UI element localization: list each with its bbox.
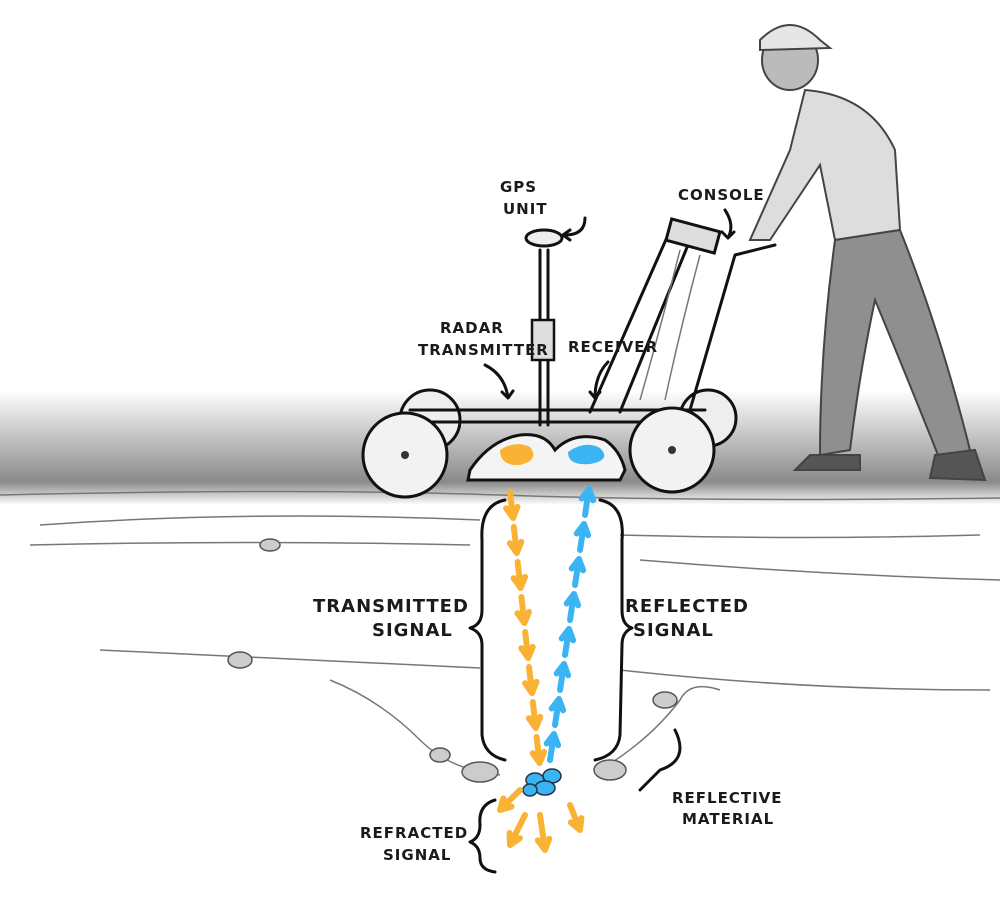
reflected-arrow: [573, 521, 592, 553]
transmitted-arrow: [503, 489, 521, 521]
reflective-rocks: [227, 538, 678, 783]
console: [664, 217, 722, 255]
refracted-arrow: [567, 802, 585, 833]
transmitted-arrow: [510, 559, 529, 591]
gps-label: GPS: [500, 178, 537, 196]
reflected-brace: [593, 498, 634, 762]
transmitted-arrow: [522, 664, 540, 696]
reflected-arrow: [553, 661, 572, 693]
reflected-label: REFLECTED: [625, 596, 749, 617]
transmitted-arrow: [514, 594, 532, 626]
transmitted-brace: [468, 498, 507, 762]
ground-line: [0, 490, 1000, 501]
reflected-arrow: [548, 696, 567, 728]
soil-layers: [29, 515, 1000, 776]
operator-person: [748, 24, 987, 482]
gpr-cart: [361, 217, 777, 499]
refracted-label: SIGNAL: [383, 846, 451, 864]
receiver-pointer-arrow: [588, 360, 610, 400]
reflective-label: REFLECTIVE: [672, 789, 783, 807]
refracted-arrow: [534, 812, 553, 853]
reflective-label: MATERIAL: [682, 810, 774, 828]
transmitted-arrow: [529, 734, 548, 766]
transmitted-arrow: [506, 524, 525, 556]
gps-label: UNIT: [503, 200, 548, 218]
refracted-arrow: [497, 787, 523, 813]
reflected-arrow: [543, 731, 562, 763]
console-label: CONSOLE: [678, 186, 765, 204]
transmitter-pointer-arrow: [483, 363, 515, 400]
signal-arrows: [497, 486, 597, 853]
reflective-brace: [638, 728, 682, 792]
transmitter-label: TRANSMITTER: [418, 341, 549, 359]
transmitter-label: RADAR: [440, 319, 504, 337]
reflected-label: SIGNAL: [633, 620, 714, 641]
transmitter-fill: [500, 444, 534, 466]
refracted-arrow: [506, 812, 528, 848]
refracted-label: REFRACTED: [360, 824, 468, 842]
reflected-arrow: [563, 591, 582, 623]
target-object: [522, 768, 562, 797]
reflected-arrow: [578, 486, 597, 518]
refracted-brace: [468, 798, 497, 874]
transmitted-arrow: [518, 629, 536, 661]
pointer-arrows: [483, 208, 736, 400]
console-handle: [588, 233, 777, 414]
receiver-fill: [568, 444, 605, 465]
gps-pointer-arrow: [561, 216, 587, 242]
gps-unit: [524, 228, 564, 248]
transmitted-label: TRANSMITTED: [313, 596, 469, 617]
reflected-arrow: [558, 626, 577, 658]
transmitted-label: SIGNAL: [372, 620, 453, 641]
transmitted-arrow: [525, 699, 544, 731]
reflected-arrow: [568, 556, 587, 588]
receiver-label: RECEIVER: [568, 338, 658, 356]
console-pointer-arrow: [720, 208, 736, 240]
